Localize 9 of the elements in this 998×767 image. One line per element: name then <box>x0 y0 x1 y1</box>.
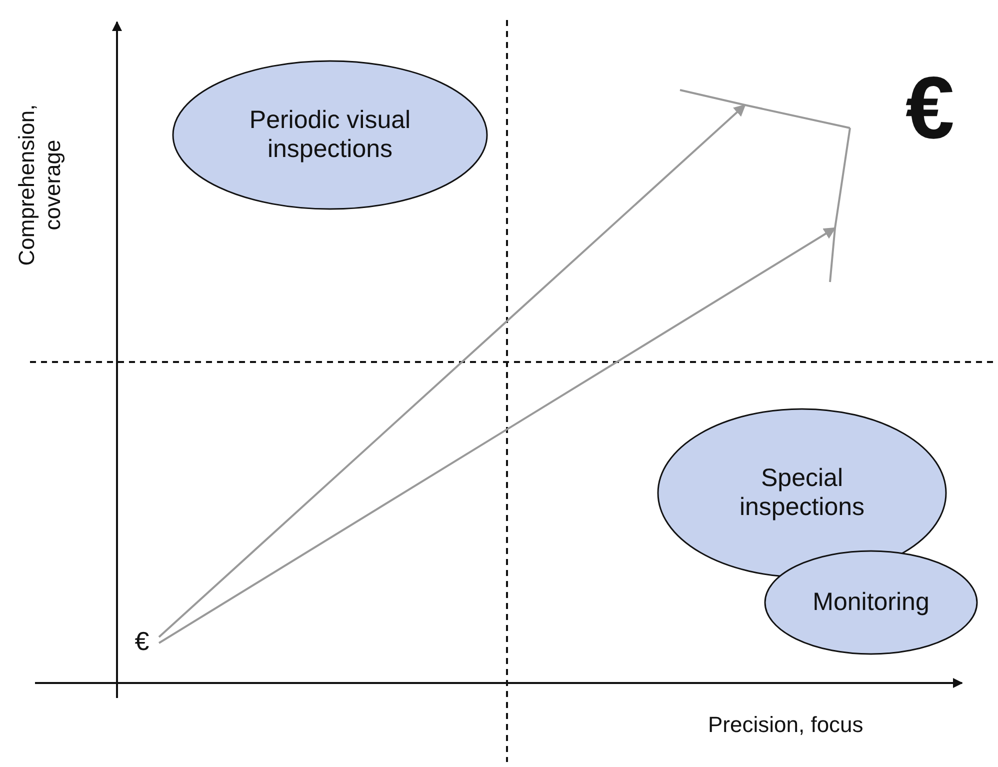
ellipse-node: Monitoring <box>764 550 978 655</box>
axis-title: Precision, focus <box>708 712 864 738</box>
axis-title: Comprehension, coverage <box>14 103 66 268</box>
ellipse-node: Periodic visual inspections <box>172 60 488 210</box>
euro-sign: € <box>127 620 157 662</box>
cost-arrow <box>158 104 746 638</box>
cost-arrow <box>158 227 836 644</box>
euro-sign: € <box>880 60 980 155</box>
ellipse-node: Special inspections <box>657 408 947 578</box>
